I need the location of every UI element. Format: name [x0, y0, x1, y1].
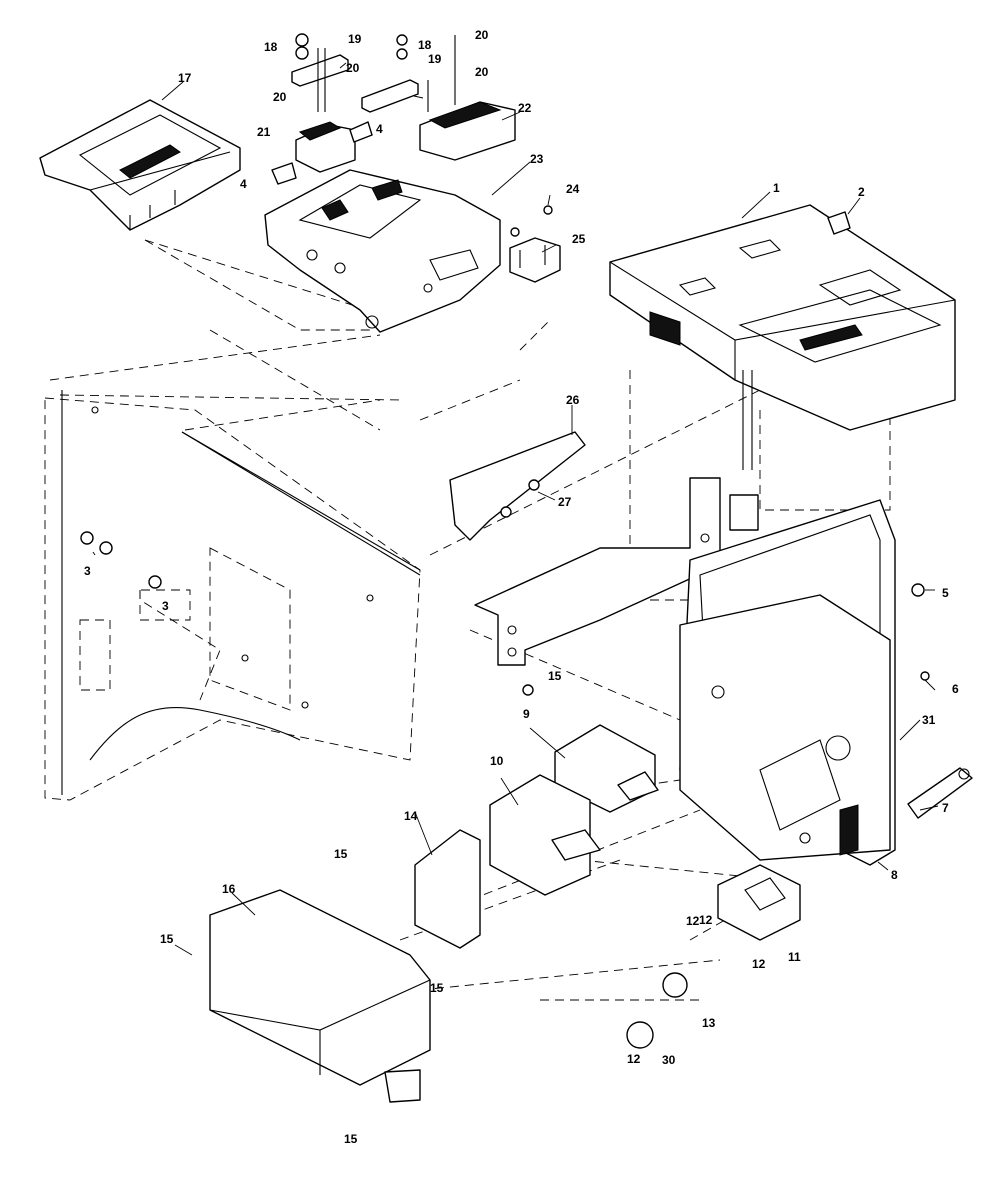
- callout-22: 22: [518, 101, 532, 115]
- callout-11: 11: [788, 950, 801, 964]
- callout-labels: 1 2 3 3 4 4 5 6 7 8 9 10 11 12 12 12 12 …: [84, 28, 959, 1146]
- callout-8: 8: [891, 868, 898, 882]
- callout-3: 3: [162, 599, 169, 613]
- callout-13: 13: [702, 1016, 716, 1030]
- callout-2: 2: [858, 185, 865, 199]
- callout-17: 17: [178, 71, 192, 85]
- callout-12: 12: [627, 1052, 641, 1066]
- callout-19: 19: [348, 32, 362, 46]
- callout-27: 27: [558, 495, 572, 509]
- callout-30: 30: [662, 1053, 676, 1067]
- part-17-top-cover: [39, 99, 241, 231]
- callout-26: 26: [566, 393, 580, 407]
- leader-lines: [92, 62, 939, 956]
- part-24-25-relay: [509, 205, 561, 283]
- part-3-screws: [80, 531, 162, 589]
- part-23-base-tray: [264, 169, 501, 333]
- callout-12: 12: [686, 914, 700, 928]
- callout-12: 12: [699, 913, 713, 927]
- callout-1: 1: [773, 181, 780, 195]
- part-9-relay: [554, 724, 659, 813]
- callout-12: 12: [752, 957, 766, 971]
- callout-16: 16: [222, 882, 236, 896]
- callout-7: 7: [942, 801, 949, 815]
- part-26-bracket: [449, 431, 586, 541]
- callout-25: 25: [572, 232, 586, 246]
- callout-15: 15: [160, 932, 174, 946]
- callout-20: 20: [475, 65, 489, 79]
- callout-5: 5: [942, 586, 949, 600]
- callout-21: 21: [257, 125, 271, 139]
- part-10-relay: [489, 774, 601, 896]
- part-7-link: [907, 767, 973, 819]
- callout-15: 15: [344, 1132, 358, 1146]
- part-14-bracket: [414, 829, 481, 949]
- callout-20: 20: [346, 61, 360, 75]
- terminal-hardware: [271, 33, 516, 185]
- callout-18: 18: [418, 38, 432, 52]
- callout-3: 3: [84, 564, 91, 578]
- callout-4: 4: [376, 122, 383, 136]
- callout-10: 10: [490, 754, 504, 768]
- part-16-lower-cover: [209, 889, 431, 1103]
- callout-20: 20: [475, 28, 489, 42]
- callout-14: 14: [404, 809, 418, 823]
- part-11-switch: [717, 864, 801, 941]
- mounting-bracket: [474, 477, 721, 696]
- part-31-housing: [679, 499, 930, 866]
- part-1-controller: [609, 204, 956, 531]
- callout-4: 4: [240, 177, 247, 191]
- callout-24: 24: [566, 182, 580, 196]
- callout-6: 6: [952, 682, 959, 696]
- callout-15: 15: [430, 981, 444, 995]
- callout-15: 15: [334, 847, 348, 861]
- part-30-sensor: [626, 1021, 654, 1049]
- callout-19: 19: [428, 52, 442, 66]
- callout-15: 15: [548, 669, 562, 683]
- callout-18: 18: [264, 40, 278, 54]
- chassis-panel: [44, 390, 421, 801]
- callout-23: 23: [530, 152, 544, 166]
- part-13-sensor: [662, 972, 688, 998]
- callout-20: 20: [273, 90, 287, 104]
- callout-9: 9: [523, 707, 530, 721]
- callout-31: 31: [922, 713, 936, 727]
